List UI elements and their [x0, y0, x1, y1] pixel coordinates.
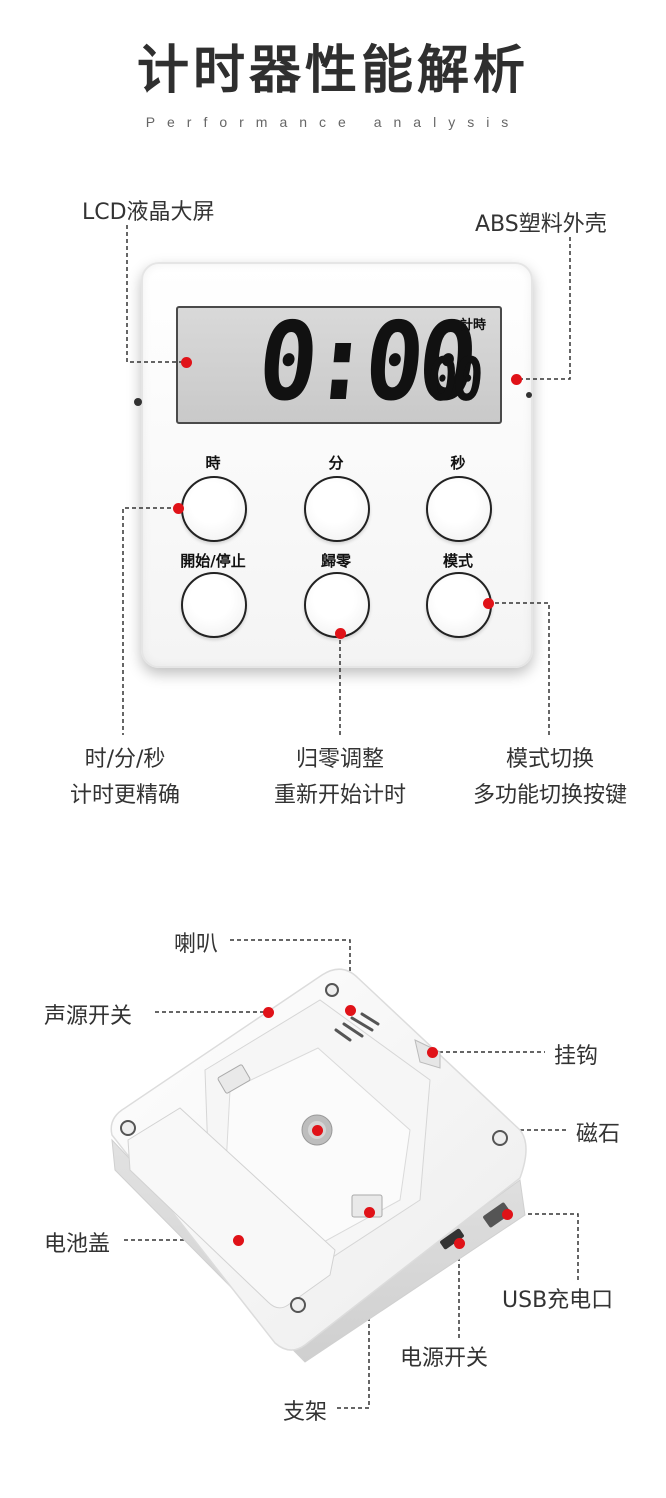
callout-hms-line1: 时/分/秒	[84, 747, 166, 772]
callout-power-switch: 电源开关	[400, 1346, 489, 1371]
callout-usb: USB充电口	[502, 1288, 614, 1313]
page-subtitle: Performance analysis	[145, 114, 521, 130]
callout-hms: 时/分/秒 计时更精确	[40, 742, 210, 814]
marker-sound-switch	[263, 1007, 274, 1018]
second-button[interactable]	[426, 476, 492, 542]
start-stop-button[interactable]	[181, 572, 247, 638]
callout-hook: 挂钩	[554, 1044, 599, 1069]
button-label-mode: 模式	[442, 552, 473, 570]
marker-mode	[483, 598, 494, 609]
page-title: 计时器性能解析	[136, 41, 529, 101]
marker-hook	[427, 1047, 438, 1058]
callout-line-lcd	[126, 225, 186, 363]
callout-line-speaker	[230, 939, 351, 1010]
callout-line-mode	[488, 602, 550, 735]
callout-reset-line1: 归零调整	[295, 747, 384, 772]
marker-power-switch	[454, 1238, 465, 1249]
button-label-hour: 時	[205, 454, 221, 472]
button-label-second: 秒	[450, 454, 466, 472]
hour-button[interactable]	[181, 476, 247, 542]
marker-hms	[173, 503, 184, 514]
lcd-screen	[176, 306, 502, 424]
marker-reset	[335, 628, 346, 639]
mode-button[interactable]	[426, 572, 492, 638]
side-button-left	[134, 398, 142, 406]
marker-battery-cover	[233, 1235, 244, 1246]
marker-magnet	[312, 1125, 323, 1136]
callout-magnet: 磁石	[576, 1122, 621, 1147]
callout-lcd: LCD液晶大屏	[82, 200, 215, 225]
callout-shell: ABS塑料外壳	[475, 212, 607, 237]
button-label-reset: 歸零	[320, 552, 351, 570]
button-label-minute: 分	[328, 454, 344, 472]
callout-line-shell	[516, 237, 571, 380]
minute-button[interactable]	[304, 476, 370, 542]
callout-mode-line2: 多功能切换按键	[472, 783, 627, 808]
callout-stand: 支架	[283, 1400, 328, 1425]
marker-shell	[511, 374, 522, 385]
callout-line-usb	[507, 1213, 579, 1282]
callout-line-hms	[122, 507, 178, 735]
marker-usb	[502, 1209, 513, 1220]
callout-sound-switch: 声源开关	[44, 1004, 133, 1029]
callout-battery-cover: 电池盖	[44, 1232, 111, 1257]
side-button-right	[526, 392, 532, 398]
callout-reset: 归零调整 重新开始计时	[250, 742, 430, 814]
marker-stand	[364, 1207, 375, 1218]
callout-hms-line2: 计时更精确	[69, 783, 180, 808]
callout-speaker: 喇叭	[174, 932, 219, 957]
lcd-mode-tag: 計時	[460, 318, 487, 333]
marker-speaker	[345, 1005, 356, 1016]
callout-mode-line1: 模式切换	[505, 747, 594, 772]
callout-mode: 模式切换 多功能切换按键	[455, 742, 645, 814]
button-label-start-stop: 開始/停止	[180, 552, 246, 570]
callout-reset-line2: 重新开始计时	[273, 783, 406, 808]
marker-lcd	[181, 357, 192, 368]
